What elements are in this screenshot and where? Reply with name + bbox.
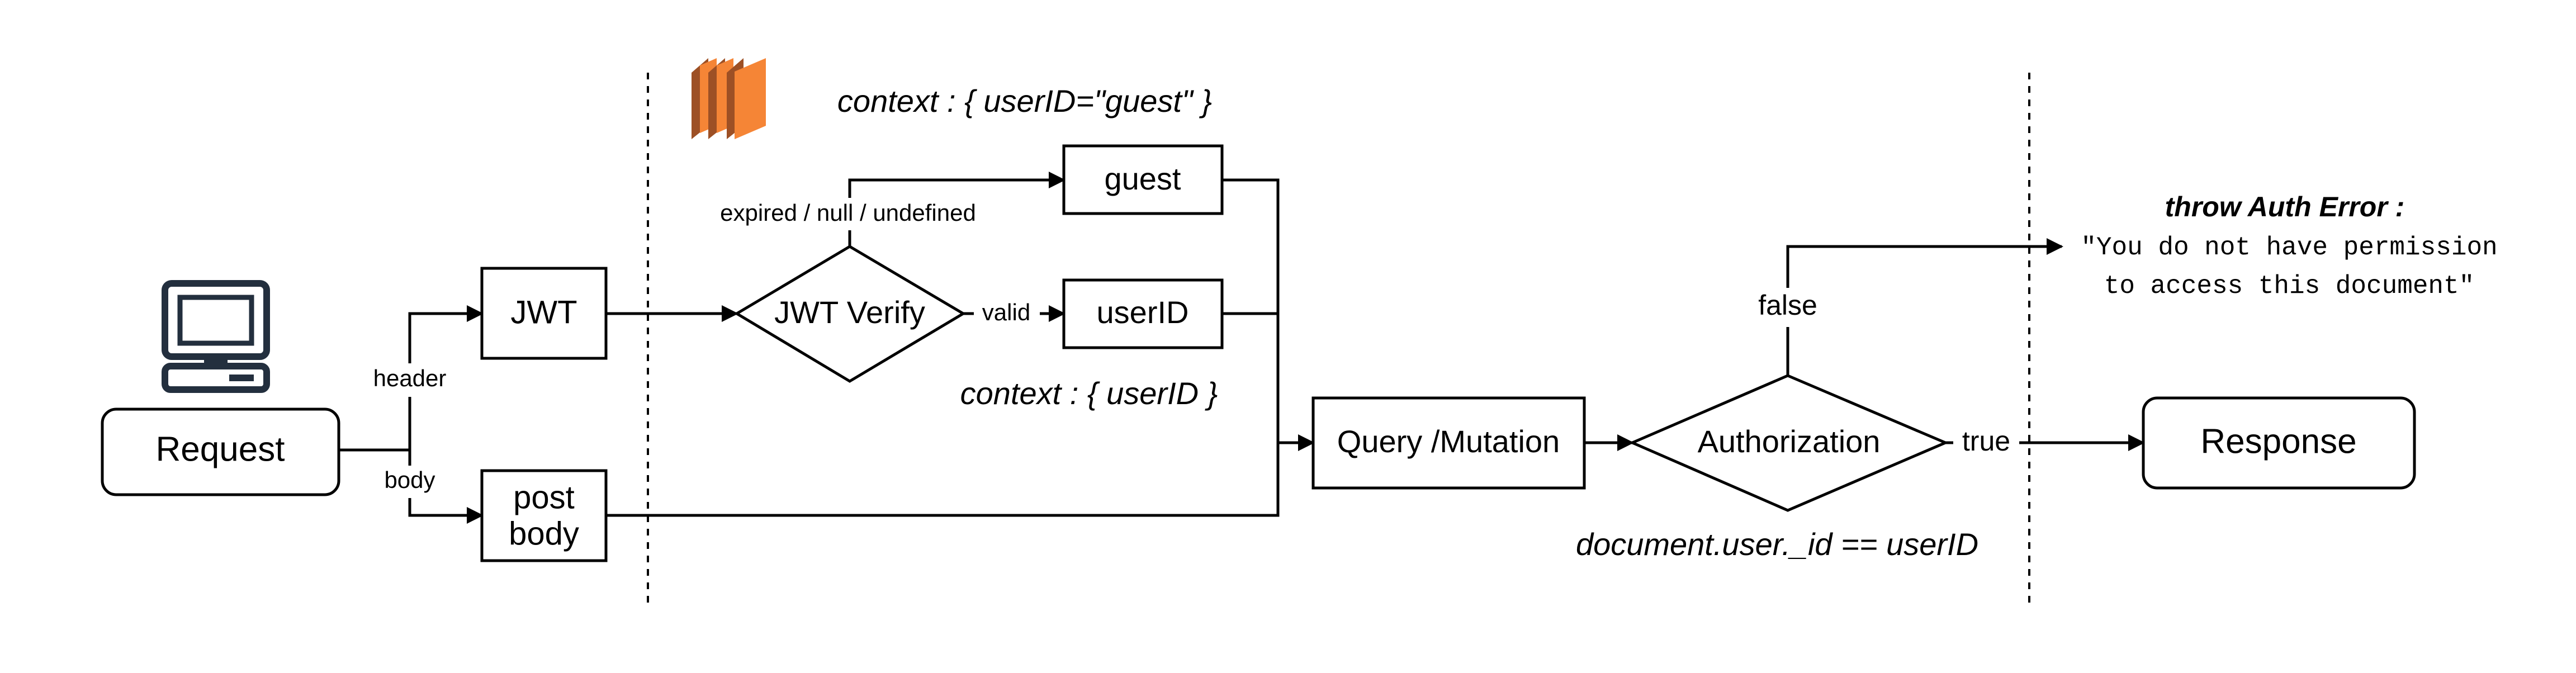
edge-collector [606,178,1280,517]
authorization-node [1628,374,1949,512]
jwt-node [480,267,608,360]
request-node [101,407,340,496]
ec2-panel-front [735,58,766,139]
valid-label-bg [974,298,1040,330]
query-mutation-label: Query /Mutation [1337,424,1560,459]
guest-label: guest [1105,161,1181,196]
expired-label-bg [716,198,1015,230]
computer-icon [162,280,270,393]
body-label-bg [371,466,448,498]
userid-label: userID [1097,295,1189,330]
edge-label-valid: valid [982,299,1030,325]
query-mutation-node [1311,396,1586,490]
jwt-verify-label: JWT Verify [774,295,925,330]
error-message-line2: to access this document" [2104,272,2475,301]
post-body-node [480,469,608,562]
error-message-line1: "You do not have permission [2081,233,2497,262]
edge-label-true: true [1962,425,2010,457]
authorization-condition: document.user._id == userID [1576,527,1978,562]
edge-label-expired: expired / null / undefined [720,200,976,226]
header-label-bg [353,363,466,397]
edge-label-false: false [1758,290,1817,321]
aws-ec2-icon [692,58,766,139]
jwt-label: JWT [510,294,577,330]
false-label-bg [1749,288,1826,327]
computer-drive-slot [229,375,254,381]
computer-base [162,363,270,393]
userid-node [1062,278,1224,349]
guest-node [1062,144,1224,215]
computer-screen [177,295,254,346]
jwt-verify-node [734,245,966,383]
context-guest-annotation: context : { userID="guest" } [837,83,1212,119]
edge-label-header: header [373,365,447,391]
response-node [2142,396,2416,490]
authorization-label: Authorization [1698,424,1881,459]
context-userid-annotation: context : { userID } [960,376,1218,411]
request-label: Request [156,430,285,468]
error-title: throw Auth Error : [2165,191,2405,222]
edge-request-jwt [408,305,484,450]
post-body-label-line1: post [513,479,575,515]
edge-false-error [1786,238,2063,376]
post-body-label-line2: body [509,515,579,552]
true-label-bg [1953,426,2019,461]
response-label: Response [2200,422,2356,461]
edge-label-body: body [384,467,435,493]
